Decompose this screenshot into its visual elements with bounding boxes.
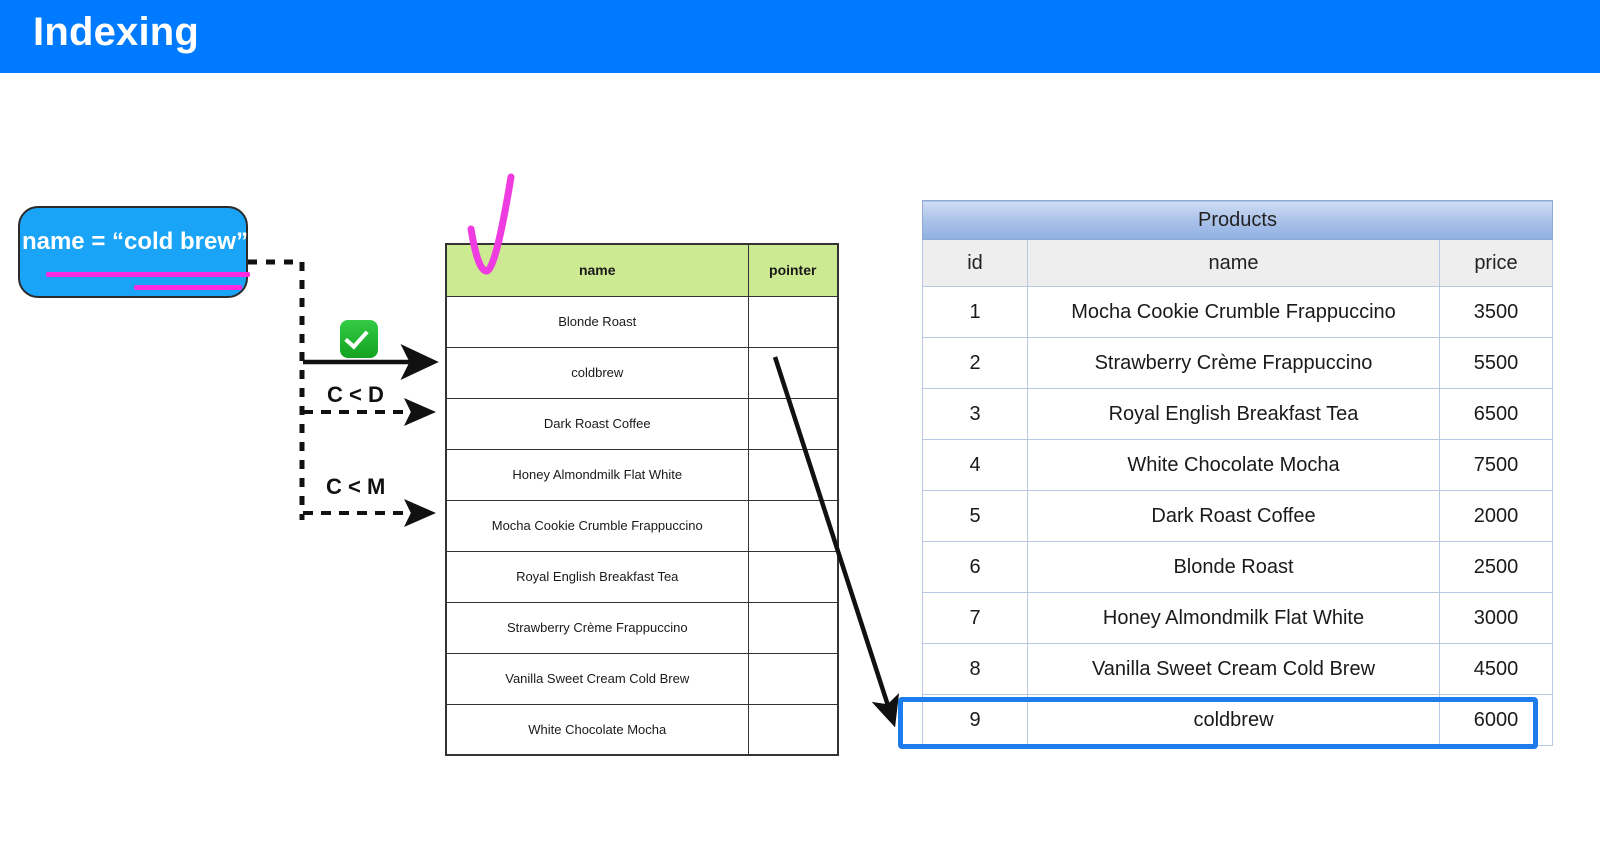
products-cell-price: 2500 [1439, 541, 1553, 593]
index-col-pointer: pointer [747, 243, 839, 297]
products-col-price: price [1439, 239, 1553, 287]
index-cell-pointer [747, 550, 839, 603]
products-cell-price: 6500 [1439, 388, 1553, 440]
index-cell-name: Vanilla Sweet Cream Cold Brew [445, 652, 749, 705]
index-cell-pointer [747, 448, 839, 501]
products-cell-id: 3 [922, 388, 1028, 440]
products-cell-id: 9 [922, 694, 1028, 746]
products-cell-name: Royal English Breakfast Tea [1027, 388, 1440, 440]
index-cell-pointer [747, 499, 839, 552]
index-cell-pointer [747, 601, 839, 654]
index-cell-name: Mocha Cookie Crumble Frappuccino [445, 499, 749, 552]
index-col-name: name [445, 243, 749, 297]
index-cell-pointer [747, 295, 839, 348]
products-cell-price: 2000 [1439, 490, 1553, 542]
query-predicate-text: name = “cold brew” [21, 228, 249, 255]
products-cell-price: 3000 [1439, 592, 1553, 644]
index-cell-pointer [747, 397, 839, 450]
index-table-row: White Chocolate Mocha [445, 703, 839, 756]
products-cell-id: 8 [922, 643, 1028, 695]
index-table-row: Honey Almondmilk Flat White [445, 448, 839, 501]
query-predicate-box: name = “cold brew” [18, 206, 250, 298]
check-icon [340, 320, 378, 358]
products-cell-name: Mocha Cookie Crumble Frappuccino [1027, 286, 1440, 338]
products-cell-id: 5 [922, 490, 1028, 542]
check-glyph [344, 324, 369, 350]
products-cell-id: 4 [922, 439, 1028, 491]
index-table-row: Royal English Breakfast Tea [445, 550, 839, 603]
query-dashed-connector [248, 259, 305, 520]
index-cell-name: Strawberry Crème Frappuccino [445, 601, 749, 654]
page-title: Indexing [33, 10, 200, 54]
products-cell-name: White Chocolate Mocha [1027, 439, 1440, 491]
index-cell-name: Dark Roast Coffee [445, 397, 749, 450]
index-cell-name: Royal English Breakfast Tea [445, 550, 749, 603]
products-title-row: Products [922, 200, 1553, 240]
products-cell-name: Vanilla Sweet Cream Cold Brew [1027, 643, 1440, 695]
index-cell-name: White Chocolate Mocha [445, 703, 749, 756]
index-cell-name: Blonde Roast [445, 295, 749, 348]
products-cell-price: 4500 [1439, 643, 1553, 695]
index-header-row: name pointer [445, 243, 839, 297]
header-bar [0, 0, 1600, 73]
products-header-row: id name price [922, 239, 1553, 287]
products-cell-name: coldbrew [1027, 694, 1440, 746]
index-cell-pointer [747, 703, 839, 756]
index-table-row: Vanilla Sweet Cream Cold Brew [445, 652, 839, 705]
index-table-row: Mocha Cookie Crumble Frappuccino [445, 499, 839, 552]
products-cell-price: 6000 [1439, 694, 1553, 746]
index-table-row: Strawberry Crème Frappuccino [445, 601, 839, 654]
index-table-row: coldbrew [445, 346, 839, 399]
products-cell-name: Strawberry Crème Frappuccino [1027, 337, 1440, 389]
products-cell-id: 7 [922, 592, 1028, 644]
comparison-label-cd: C < D [327, 382, 384, 407]
products-cell-price: 3500 [1439, 286, 1553, 338]
index-cell-name: coldbrew [445, 346, 749, 399]
products-cell-name: Honey Almondmilk Flat White [1027, 592, 1440, 644]
products-cell-id: 6 [922, 541, 1028, 593]
index-cell-pointer [747, 652, 839, 705]
products-cell-id: 1 [922, 286, 1028, 338]
query-underline-marker [46, 272, 250, 277]
index-table-row: Dark Roast Coffee [445, 397, 839, 450]
products-cell-name: Dark Roast Coffee [1027, 490, 1440, 542]
comparison-label-cm: C < M [326, 474, 386, 499]
index-cell-name: Honey Almondmilk Flat White [445, 448, 749, 501]
products-cell-price: 5500 [1439, 337, 1553, 389]
products-col-id: id [922, 239, 1028, 287]
products-cell-id: 2 [922, 337, 1028, 389]
index-name-underline-marker [134, 285, 242, 290]
products-col-name: name [1027, 239, 1440, 287]
index-cell-pointer [747, 346, 839, 399]
products-cell-price: 7500 [1439, 439, 1553, 491]
products-cell-name: Blonde Roast [1027, 541, 1440, 593]
index-table-row: Blonde Roast [445, 295, 839, 348]
products-table-title: Products [922, 200, 1553, 240]
